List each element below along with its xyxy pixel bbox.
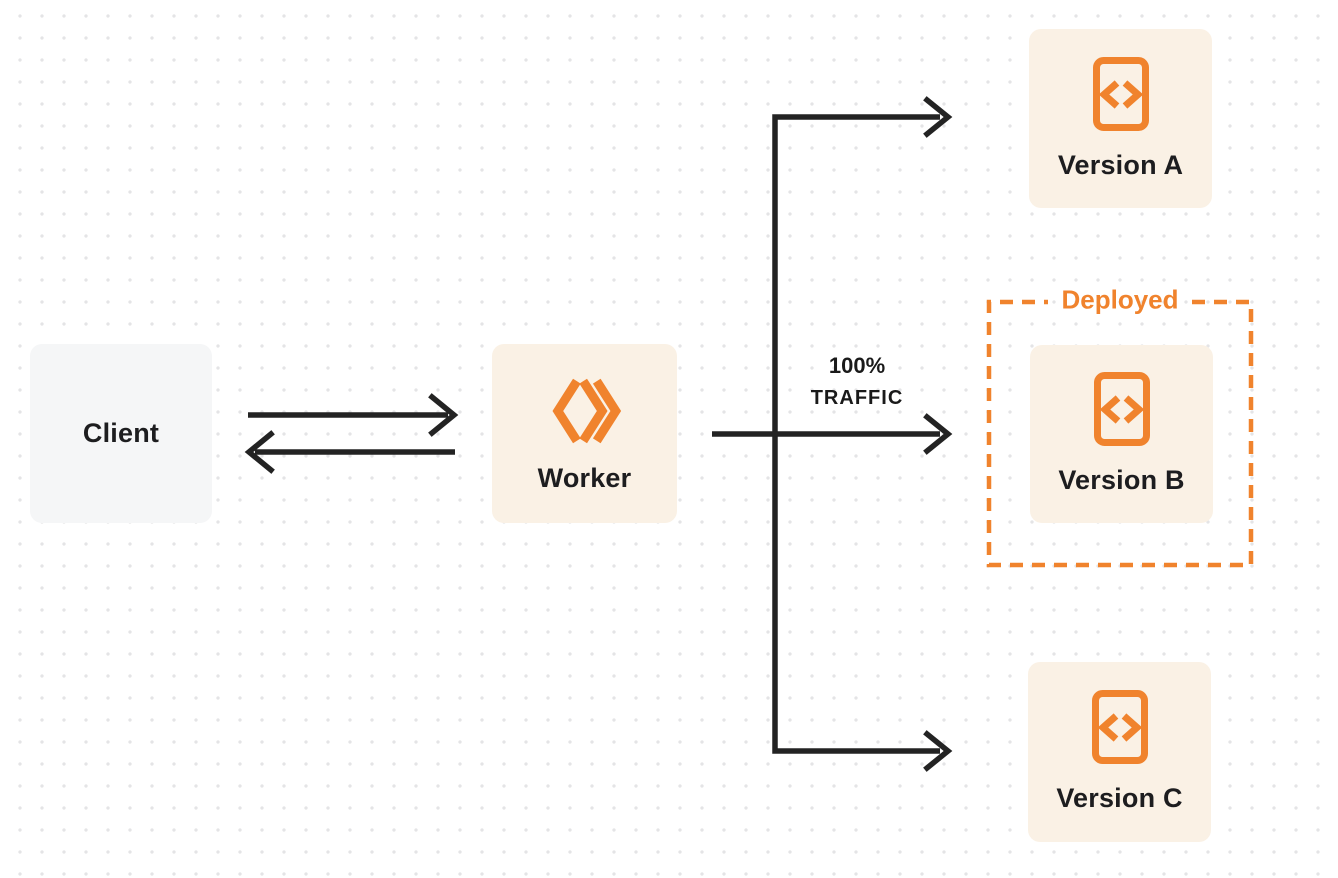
code-file-icon: [1091, 690, 1148, 769]
version-c-label: Version C: [1056, 783, 1183, 813]
version-a-node: Version A: [1029, 29, 1212, 208]
worker-node: Worker: [492, 344, 677, 523]
client-to-worker-arrow: [248, 393, 459, 437]
code-file-icon: [1092, 56, 1149, 136]
deployed-annotation: Deployed: [1061, 284, 1179, 315]
code-file-icon: [1093, 372, 1150, 451]
version-b-label: Version B: [1058, 465, 1185, 495]
arrowhead-version-a: [923, 96, 953, 138]
version-a-label: Version A: [1057, 149, 1184, 180]
client-label: Client: [82, 418, 160, 448]
traffic-percent-text: 100%: [828, 353, 886, 378]
traffic-word-text: TRAFFIC: [810, 387, 904, 409]
branch-arrowheads: [923, 96, 953, 772]
traffic-annotation: 100% TRAFFIC: [794, 349, 920, 415]
workers-logo-icon: [547, 374, 623, 453]
worker-label: Worker: [537, 462, 632, 493]
version-b-node: Version B: [1030, 345, 1213, 523]
version-c-node: Version C: [1028, 662, 1211, 842]
worker-to-client-arrow: [244, 430, 455, 474]
arrowhead-version-b: [923, 413, 953, 455]
worker-branch-lines: [712, 114, 940, 754]
client-node: Client: [30, 344, 212, 523]
arrowhead-version-c: [923, 730, 953, 772]
